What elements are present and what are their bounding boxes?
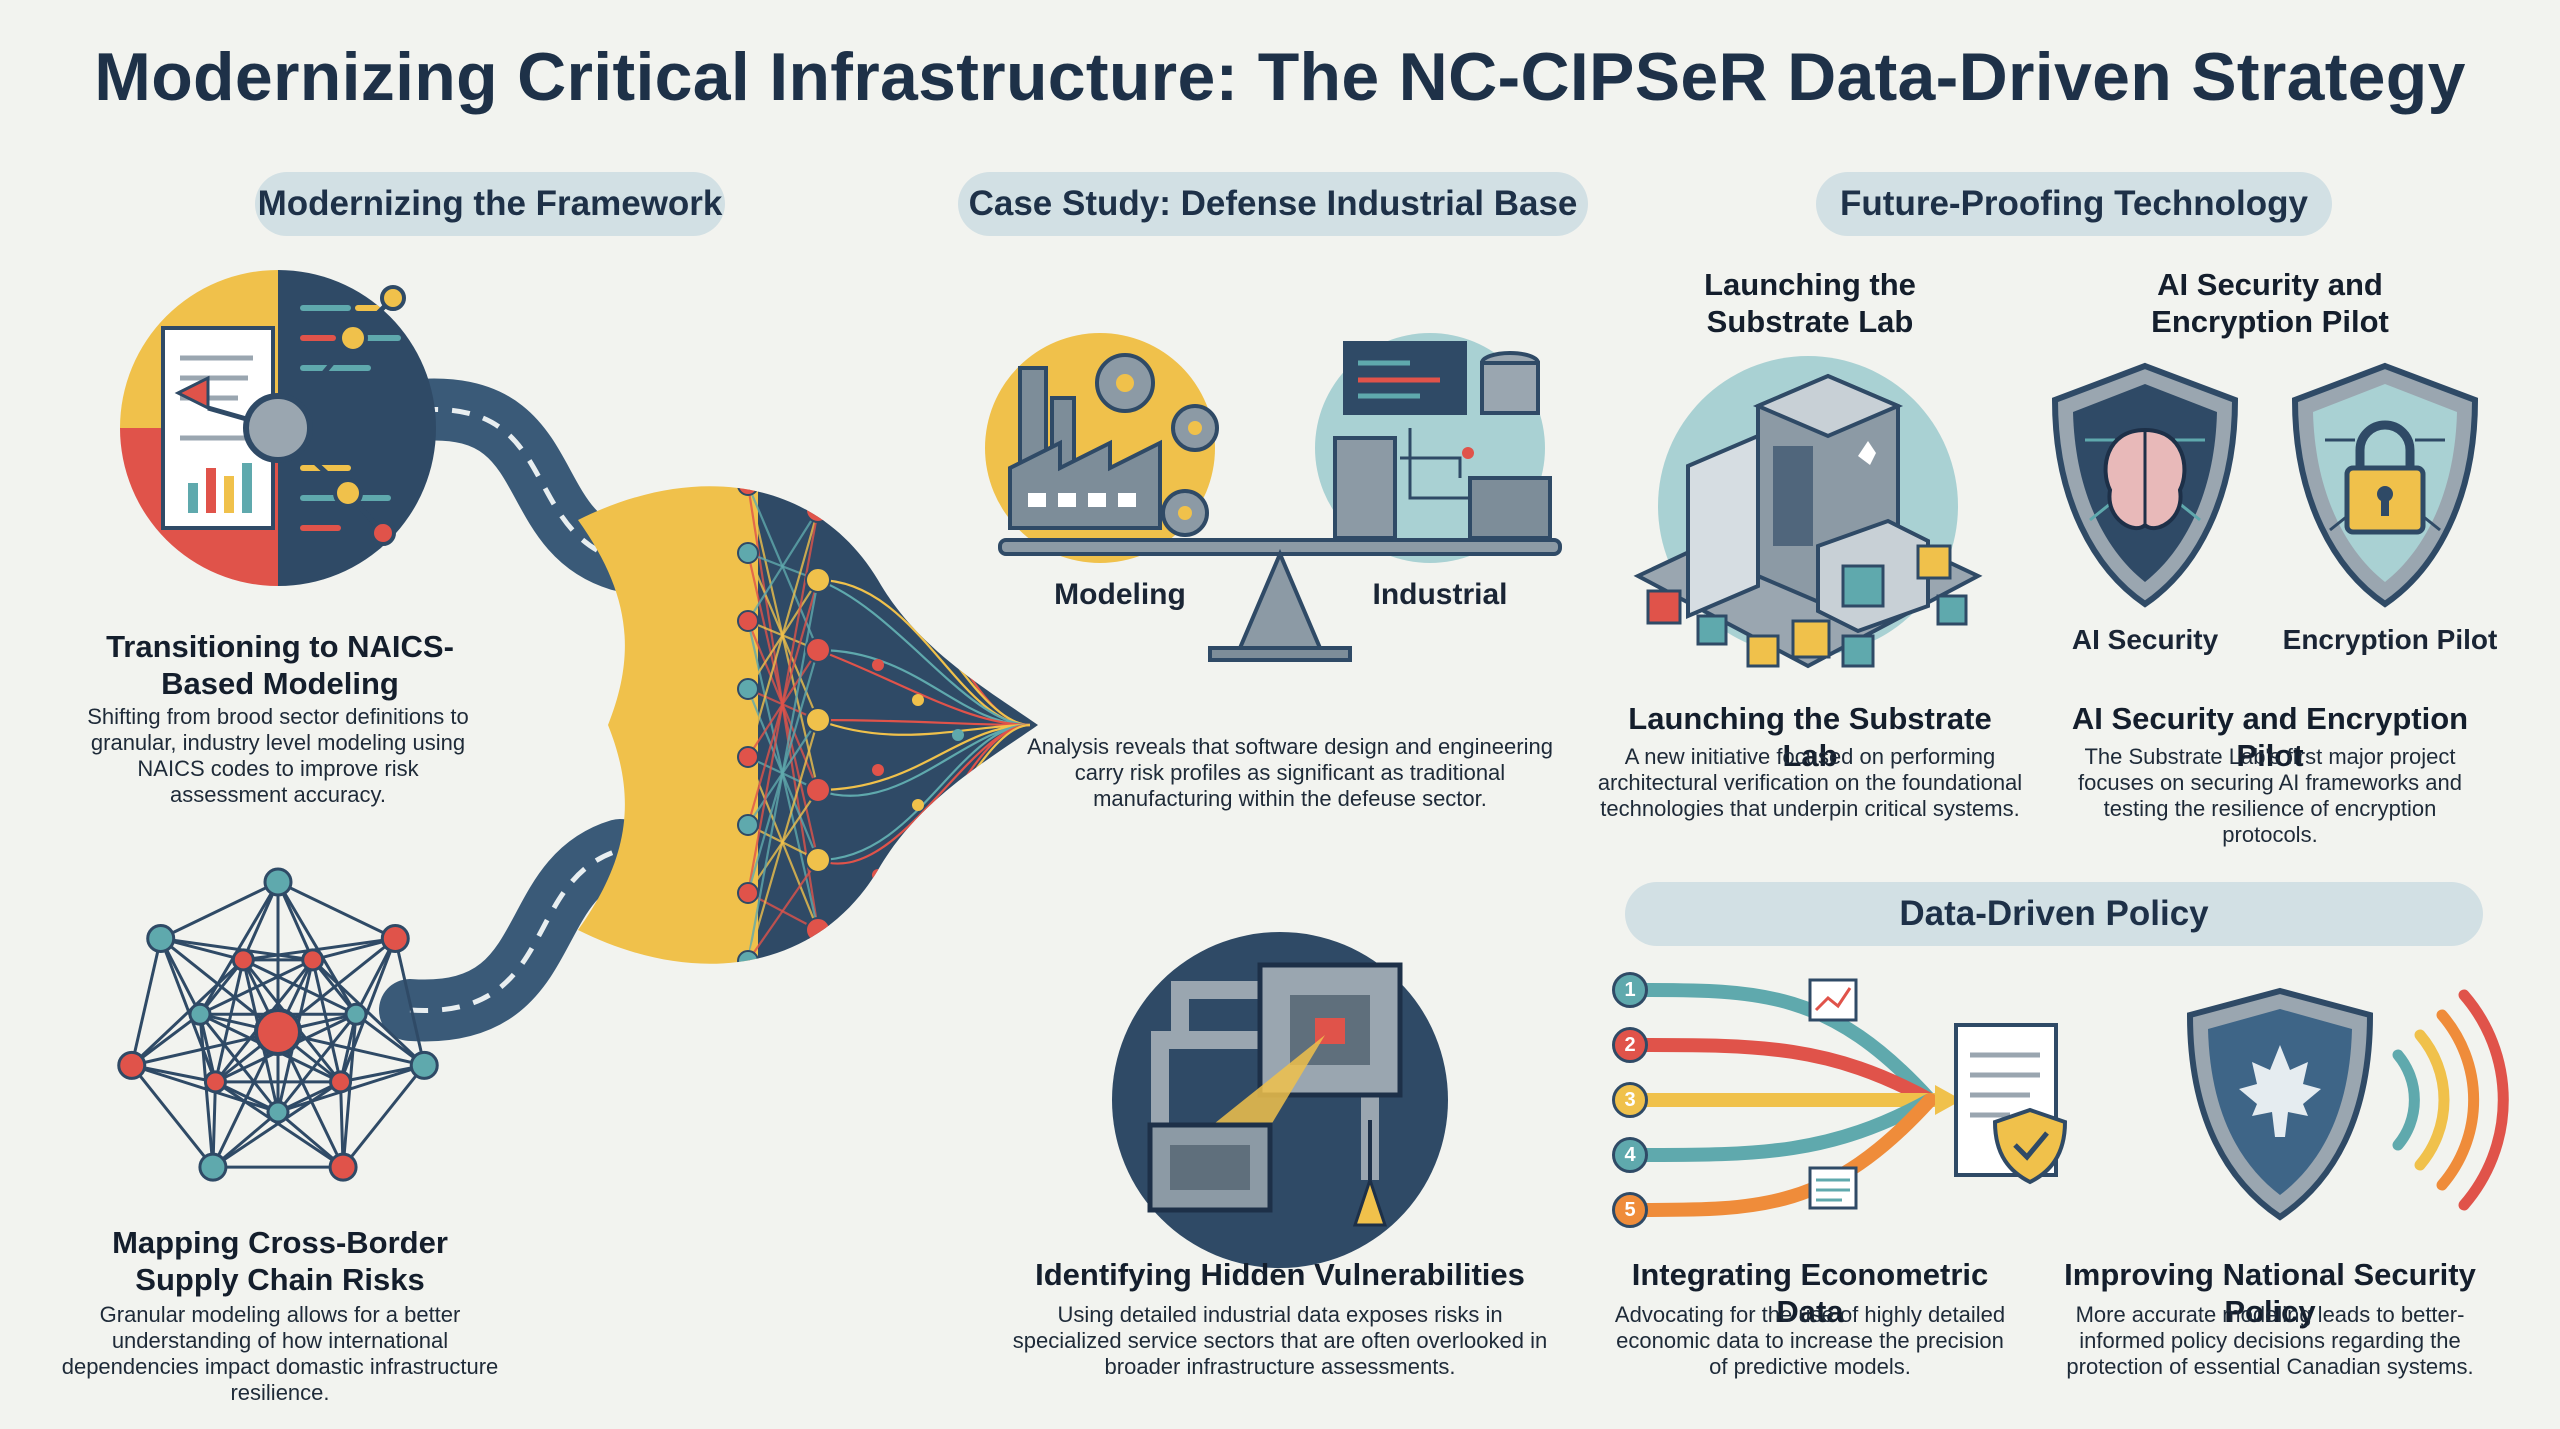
step-number-4: 4 [1612, 1137, 1648, 1173]
step-number-2: 2 [1612, 1027, 1648, 1063]
lab-heading: Launching the Substrate Lab [1628, 701, 1992, 773]
ai-security-shield-icon [2051, 362, 2239, 608]
ai-top-title: AI Security and Encryption Pilot [2151, 267, 2389, 339]
supply-chain-network-illustration [117, 867, 439, 1182]
hidden-vulnerabilities-body: Using detailed industrial data exposes r… [1012, 1302, 1548, 1379]
national-security-heading: Improving National Security Policy [2064, 1257, 2476, 1329]
section-case-study-pill: Case Study: Defense Industrial Base [958, 172, 1588, 236]
hidden-vulnerabilities-illustration [1112, 932, 1448, 1268]
scale-label-modeling: Modeling [1054, 578, 1186, 611]
analysis-body: Analysis reveals that software design an… [1027, 734, 1553, 811]
naics-modeling-illustration [120, 270, 436, 586]
supply-chain-body: Granular modeling allows for a better un… [61, 1302, 499, 1405]
encryption-pilot-label: Encryption Pilot [2282, 624, 2498, 655]
national-security-body: More accurate modeling leads to better-i… [2066, 1302, 2474, 1379]
ai-heading: AI Security and Encryption Pilot [2071, 701, 2469, 773]
hidden-vulnerabilities-heading: Identifying Hidden Vulnerabilities [1035, 1257, 1525, 1292]
lab-body: A new initiative focused on performing a… [1597, 744, 2023, 821]
scale-label-industrial: Industrial [1372, 578, 1508, 611]
step-number-5: 5 [1612, 1192, 1648, 1228]
supply-chain-heading: Mapping Cross-Border Supply Chain Risks [112, 1225, 448, 1297]
section-policy-pill: Data-Driven Policy [1625, 882, 2483, 946]
ai-body: The Substrate Lab's first major project … [2078, 744, 2462, 847]
step-number-3: 3 [1612, 1082, 1648, 1118]
canadian-shield-icon [2186, 987, 2509, 1221]
step-number-1: 1 [1612, 972, 1648, 1008]
section-future-pill: Future-Proofing Technology [1816, 172, 2332, 236]
encryption-pilot-shield-icon [2291, 362, 2479, 608]
section-framework-pill: Modernizing the Framework [255, 172, 725, 236]
ai-security-label: AI Security [2071, 624, 2219, 655]
naics-heading: Transitioning to NAICS-Based Modeling [106, 629, 454, 701]
econometric-body: Advocating for the use of highly detaile… [1614, 1302, 2006, 1379]
substrate-lab-building-illustration [1633, 356, 1983, 669]
econometric-data-flow-illustration [1633, 978, 2068, 1217]
page-title: Modernizing Critical Infrastructure: The… [94, 39, 2466, 115]
balance-scale-illustration [985, 333, 1562, 662]
lab-top-title: Launching the Substrate Lab [1704, 267, 1916, 339]
naics-body: Shifting from brood sector definitions t… [87, 704, 469, 807]
econometric-heading: Integrating Econometric Data [1631, 1257, 1989, 1329]
data-flow-funnel-illustration [578, 486, 1038, 964]
